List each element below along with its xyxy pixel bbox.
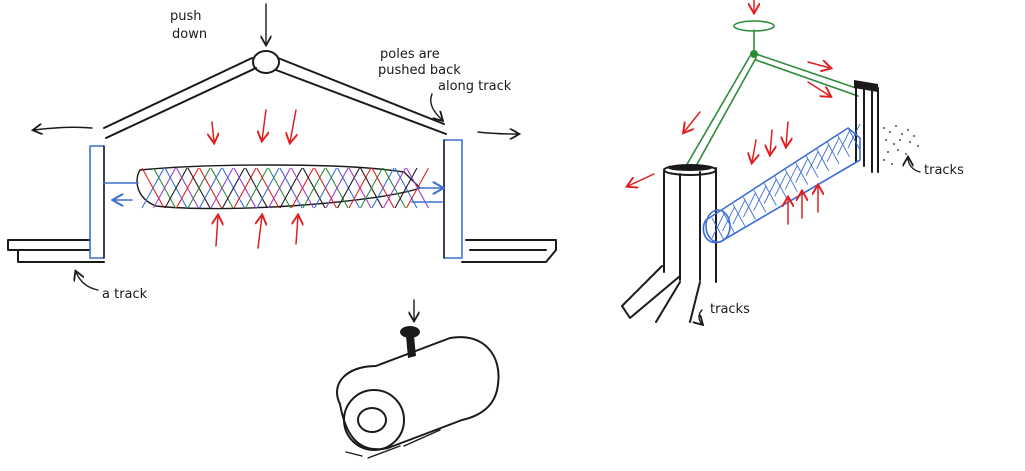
near-tracks	[622, 266, 700, 322]
far-pole	[854, 80, 878, 172]
left-frame-diagram: push down poles are pushed back along tr…	[8, 4, 556, 302]
down-label: down	[172, 27, 207, 42]
tube-hole	[358, 408, 386, 432]
far-tracks-arrow	[908, 158, 920, 172]
right-pole-out-arrow	[808, 82, 830, 96]
tube-plunger-head	[400, 326, 420, 338]
left-pole	[90, 146, 104, 258]
perspective-mesh-tube	[703, 124, 860, 243]
mesh-tube	[137, 165, 428, 209]
near-pole	[664, 165, 716, 282]
left-arm-arrow	[684, 112, 700, 132]
persp-compression-bottom	[788, 186, 818, 224]
persp-compression-top	[752, 122, 788, 162]
right-outward-arrow	[478, 132, 518, 134]
left-outward-arrow	[34, 127, 92, 130]
poles-label-arrow	[431, 94, 442, 120]
compression-arrows-bottom	[216, 216, 298, 248]
right-pole	[444, 140, 462, 258]
rolled-tube-sketch	[337, 300, 499, 458]
push-label: push	[170, 9, 202, 24]
compression-arrows-top	[212, 110, 296, 142]
poles-label-line3: along track	[438, 79, 512, 94]
a-track-label: a track	[102, 287, 148, 302]
right-green-arm	[756, 54, 858, 96]
far-track-dots	[883, 125, 919, 165]
far-tracks-label: tracks	[924, 163, 964, 178]
left-roof-arm	[104, 58, 256, 138]
right-arm-arrow	[808, 62, 830, 68]
right-ground-track	[462, 240, 556, 262]
tube-end	[344, 390, 404, 450]
poles-label-line1: poles are	[380, 47, 440, 62]
near-tracks-label: tracks	[710, 302, 750, 317]
track-label-arrow	[76, 272, 98, 290]
pole-out-arrow	[628, 174, 654, 186]
poles-label-line2: pushed back	[378, 63, 461, 78]
apex-hinge	[253, 51, 279, 73]
near-tracks-arrow	[699, 310, 702, 324]
left-green-arm	[686, 56, 756, 166]
right-perspective-diagram: tracks tracks	[622, 0, 964, 324]
